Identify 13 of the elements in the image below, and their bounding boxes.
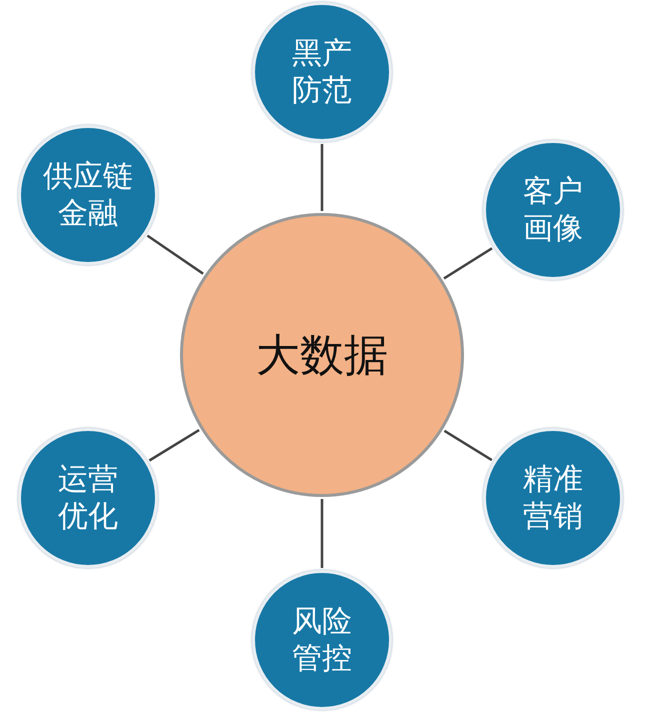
circle-label: 运营优化	[57, 460, 119, 536]
circle-label: 黑产防范	[291, 34, 353, 110]
circle-label: 客户画像	[522, 172, 584, 248]
circle-label: 大数据	[256, 328, 388, 382]
circle-label: 精准营销	[522, 460, 584, 536]
connector-line	[444, 430, 492, 462]
connector-line	[320, 499, 324, 568]
circle-label: 风险管控	[291, 602, 353, 678]
connector-line	[443, 247, 493, 280]
circle-label: 供应链金融	[42, 158, 134, 232]
connector-line	[320, 144, 324, 211]
connector-line	[148, 429, 200, 462]
connector-line	[146, 234, 204, 275]
